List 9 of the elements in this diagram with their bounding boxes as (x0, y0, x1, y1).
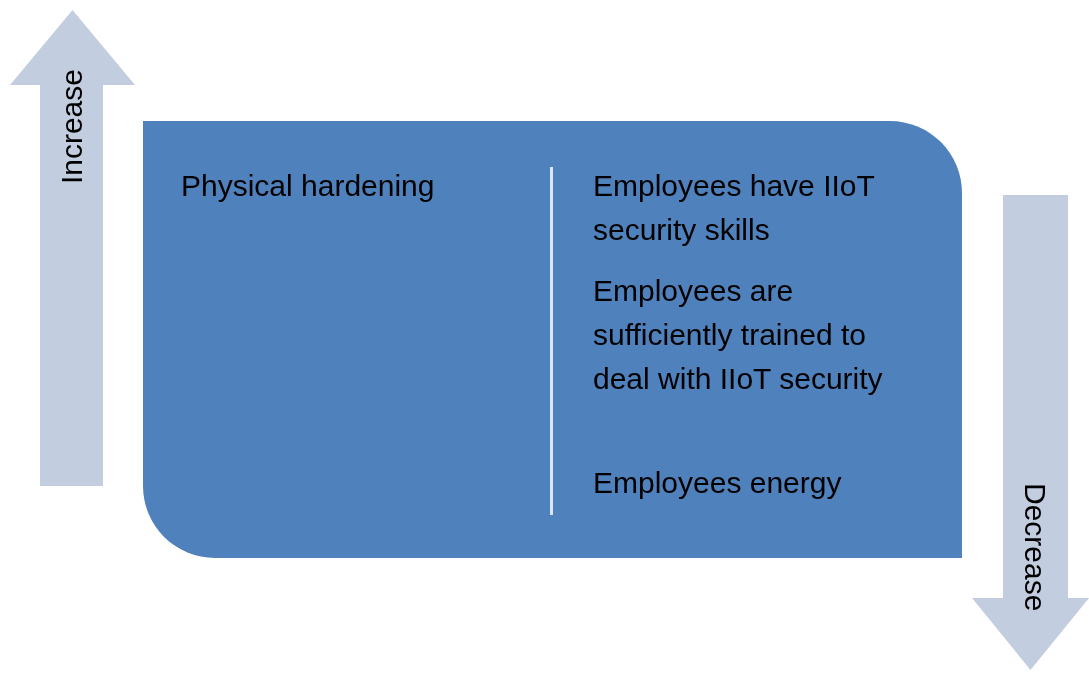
arrow-label: Increase (57, 69, 87, 185)
panel-text: Employees energy (593, 465, 843, 501)
rounded-panel (143, 121, 962, 558)
up-arrow (10, 10, 135, 486)
panel-text: Employees have IIoT security skills (593, 168, 876, 248)
panel-text: Employees are sufficiently trained to deal with IIoT security (593, 273, 884, 397)
panel-text: Physical hardening (181, 168, 436, 204)
down-arrow (972, 195, 1089, 670)
arrow-label: Decrease (1020, 482, 1050, 612)
